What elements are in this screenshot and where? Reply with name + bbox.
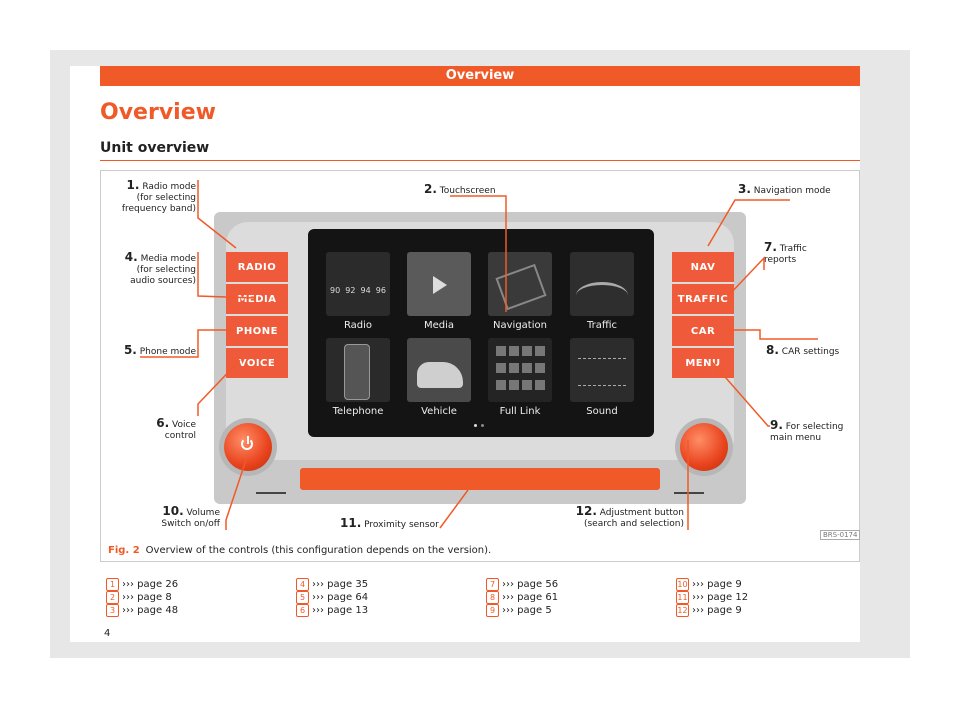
nav-button[interactable]: NAV [672,252,734,282]
figure-frame [100,170,860,562]
page-title: Overview [100,100,216,125]
telephone-tile-label: Telephone [332,406,384,417]
media-button[interactable]: MEDIA [226,284,288,314]
callout-8: 8. CAR settings [766,343,840,357]
ref-item[interactable]: 12››› page 9 [676,604,742,617]
navigation-tile[interactable] [488,252,552,316]
road-icon [576,282,628,309]
slot-left [256,492,286,494]
ref-column-2: 4››› page 35 5››› page 64 6››› page 13 [296,578,368,617]
radio-tile[interactable]: 90 92 94 96 [326,252,390,316]
phone-button[interactable]: PHONE [226,316,288,346]
ref-item[interactable]: 5››› page 64 [296,591,368,604]
callout-11: 11. Proximity sensor [340,516,439,530]
freq-label: 94 [360,286,371,295]
sound-tile-label: Sound [586,406,618,417]
adjustment-knob[interactable] [680,423,728,471]
sound-tile[interactable] [570,338,634,402]
map-icon [495,263,547,311]
car-button[interactable]: CAR [672,316,734,346]
callout-2: 2. Touchscreen [424,182,496,196]
power-icon-bar [247,436,249,444]
radio-frequency-scale: 90 92 94 96 [330,286,386,295]
telephone-tile[interactable] [326,338,390,402]
full-link-tile[interactable] [488,338,552,402]
page-number: 4 [104,628,111,639]
radio-tile-label: Radio [343,320,373,331]
figure-code: BRS-0174 [820,530,861,540]
play-icon [433,276,447,294]
ref-item[interactable]: 7››› page 56 [486,578,558,591]
callout-3: 3. Navigation mode [738,182,831,196]
radio-button[interactable]: RADIO [226,252,288,282]
section-title: Unit overview [100,140,210,156]
figure-caption: Fig. 2 Overview of the controls (this con… [108,545,491,556]
ref-item[interactable]: 3››› page 48 [106,604,178,617]
page-indicator [474,424,486,428]
ref-item[interactable]: 2››› page 8 [106,591,178,604]
ref-item[interactable]: 10››› page 9 [676,578,742,591]
ref-column-3: 7››› page 56 8››› page 61 9››› page 5 [486,578,558,617]
traffic-tile[interactable] [570,252,634,316]
callout-5: 5. Phone mode [123,343,196,357]
ref-item[interactable]: 8››› page 61 [486,591,558,604]
app-grid-icon [496,346,545,394]
voice-button[interactable]: VOICE [226,348,288,378]
navigation-tile-label: Navigation [493,320,547,331]
power-icon [241,438,253,450]
proximity-sensor [300,468,660,490]
media-tile-label: Media [423,320,455,331]
phone-icon [344,344,370,400]
freq-label: 90 [330,286,341,295]
figure-caption-text: Overview of the controls (this configura… [145,545,492,556]
car-icon [417,362,463,388]
traffic-button[interactable]: TRAFFIC [672,284,734,314]
freq-label: 96 [375,286,386,295]
freq-label: 92 [345,286,356,295]
menu-button[interactable]: MENU [672,348,734,378]
ref-column-4: 10››› page 9 11››› page 12 12››› page 9 [676,578,748,617]
waveform-icon [578,358,626,386]
ref-item[interactable]: 6››› page 13 [296,604,368,617]
callout-12: 12. Adjustment button(search and selecti… [575,504,684,529]
media-tile[interactable] [407,252,471,316]
ref-column-1: 1››› page 26 2››› page 8 3››› page 48 [106,578,178,617]
full-link-tile-label: Full Link [499,406,541,417]
header-bar: Overview [100,66,860,86]
vehicle-tile[interactable] [407,338,471,402]
ref-item[interactable]: 4››› page 35 [296,578,368,591]
traffic-tile-label: Traffic [586,320,618,331]
vehicle-tile-label: Vehicle [421,406,457,417]
ref-item[interactable]: 9››› page 5 [486,604,558,617]
figure-label: Fig. 2 [108,545,140,556]
slot-right [674,492,704,494]
ref-item[interactable]: 1››› page 26 [106,578,178,591]
volume-knob[interactable] [224,423,272,471]
ref-item[interactable]: 11››› page 12 [676,591,749,604]
section-rule [100,160,860,161]
